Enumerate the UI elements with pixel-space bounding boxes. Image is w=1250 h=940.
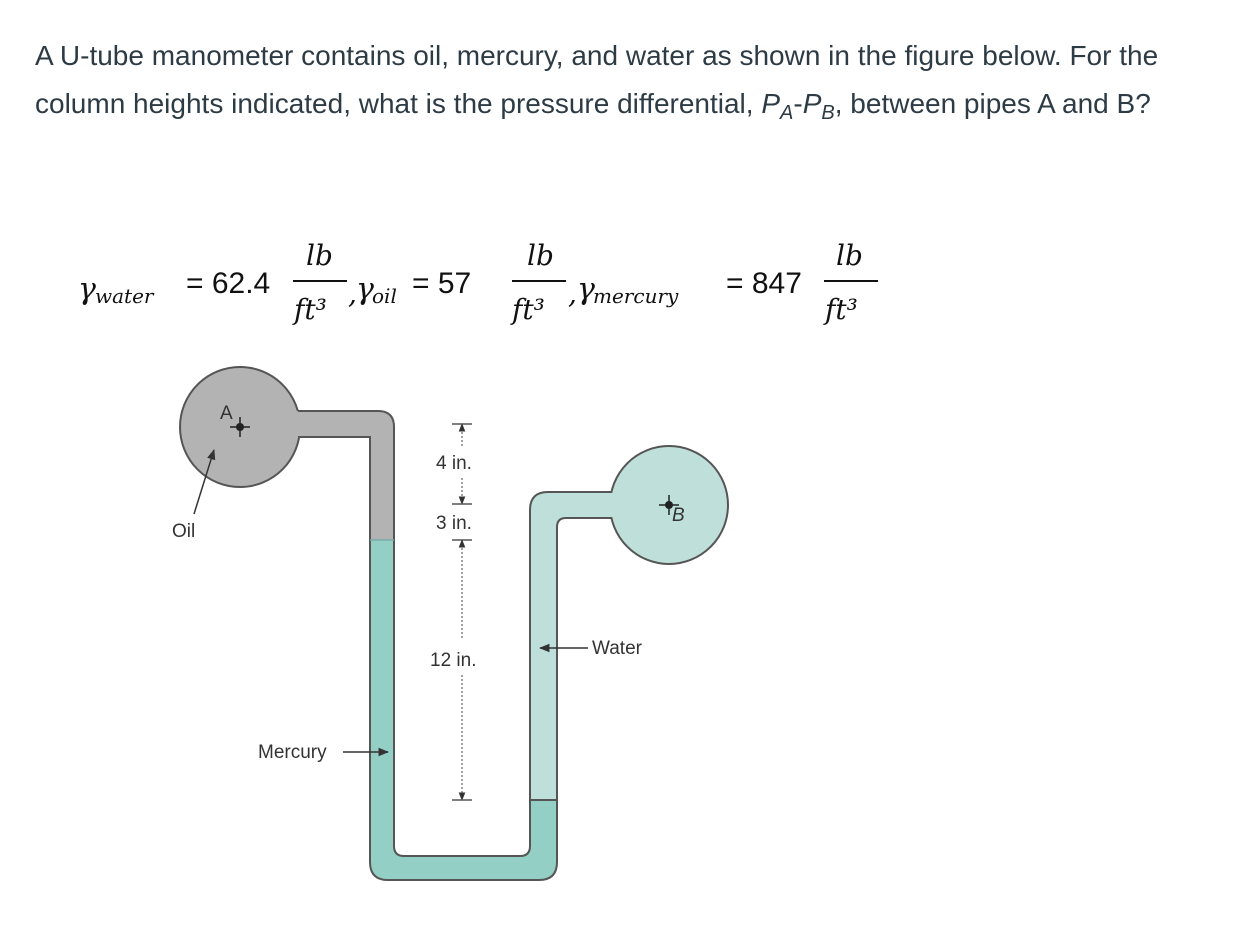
question-part2: , between pipes A and B? [834, 88, 1151, 119]
pipe-b-label: B [672, 505, 685, 526]
mercury-unit-numerator: lb [836, 239, 863, 272]
gamma-water-value: = 62.4 [186, 267, 270, 300]
dimension-4in-label: 4 in. [436, 453, 472, 474]
pipe-a-label: A [220, 403, 233, 424]
specific-weight-equation: γ water = 62.4 lb ft³ , γ oil = 57 lb ft… [78, 239, 878, 326]
dimension-4in [452, 423, 472, 505]
oil-unit-denominator: ft³ [510, 293, 545, 326]
gamma-mercury-symbol: γ [577, 272, 595, 307]
oil-connector-tube [296, 411, 394, 540]
gamma-oil-subscript: oil [372, 284, 397, 308]
water-unit-numerator: lb [306, 239, 333, 272]
question-text: A U-tube manometer contains oil, mercury… [35, 32, 1225, 137]
dash: - [793, 88, 803, 119]
water-column [530, 492, 615, 800]
pressure-a-symbol: PA [761, 88, 794, 124]
water-unit-denominator: ft³ [292, 293, 327, 326]
pipe-b-joint [600, 493, 616, 517]
gamma-oil-value: = 57 [412, 267, 471, 300]
separator-1: , [348, 277, 357, 310]
oil-leader-arrow [193, 448, 216, 515]
gamma-mercury-subscript: mercury [593, 284, 679, 308]
oil-label: Oil [172, 521, 195, 542]
water-label: Water [592, 638, 643, 659]
oil-unit-numerator: lb [527, 239, 554, 272]
pipe-b-center-marker [659, 495, 679, 515]
gamma-water-symbol: γ [78, 272, 96, 307]
tube-outer-outline [298, 436, 611, 881]
tube-inner-outline [298, 410, 611, 857]
gamma-mercury-value: = 847 [726, 267, 802, 300]
mercury-label: Mercury [258, 742, 327, 763]
dimension-3in-label: 3 in. [436, 513, 472, 534]
gamma-water-subscript: water [95, 284, 155, 308]
mercury-column [370, 540, 557, 880]
separator-2: , [568, 277, 577, 310]
gamma-oil-symbol: γ [356, 272, 374, 307]
dimension-12in [452, 539, 472, 801]
dimension-12in-label: 12 in. [430, 650, 476, 671]
mercury-unit-denominator: ft³ [823, 293, 858, 326]
pressure-b-symbol: PB [802, 88, 835, 124]
pipe-a-center-marker [230, 417, 250, 437]
question-part1: A U-tube manometer contains oil, mercury… [35, 40, 1159, 119]
